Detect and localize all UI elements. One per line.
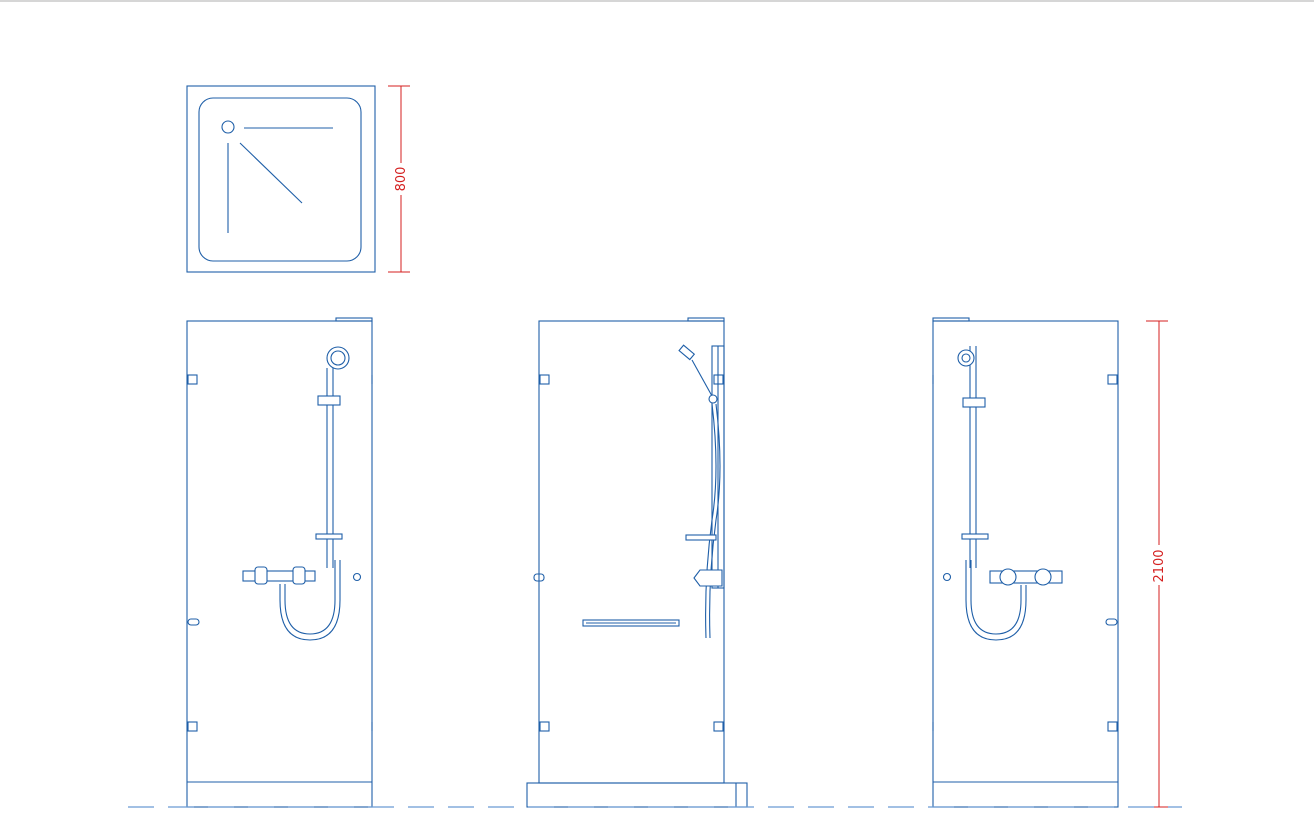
shower-head-stem [691,359,713,397]
hinge-bottom [187,721,198,732]
shower-head-inner [961,353,971,363]
rail-bracket [315,533,343,540]
plan-outer-frame [186,85,376,273]
mixer-bar [242,570,316,582]
door-handle-side [533,573,545,582]
outlet-circle [352,572,362,582]
elevation-side [526,317,748,808]
top-cap-side [687,317,725,322]
plan-view [186,85,376,273]
top-cap [335,317,373,322]
plan-dimension-label-bg [394,163,408,195]
hinge-top-right-view [1107,374,1118,385]
height-dimension-label: 2100 [1152,549,1167,582]
mixer-knob-right [1034,568,1052,586]
shower-hose-inner [284,560,336,635]
drain-circle [221,120,235,134]
plan-door-swing-line [239,142,303,204]
outlet-circle [942,572,952,582]
door-handle-right [1105,618,1118,626]
mixer-knob-left [254,566,268,585]
top-border [0,0,1314,2]
hinge-bottom-right [713,721,724,732]
mixer-side [693,569,723,587]
hinge-bottom-side [539,721,550,732]
cabin-side-outline [538,320,725,784]
shower-head-inner [330,350,346,366]
shower-hose [965,560,1027,641]
mixer-knob-right [292,566,306,585]
shower-tray-outline [198,97,362,262]
cabin-outline [186,320,373,808]
shower-tray-side [526,782,748,808]
rail-bracket [961,533,989,540]
shower-hose-inner [970,560,1022,635]
elevation-front-right [932,317,1119,808]
hinge-bottom-right-view [1107,721,1118,732]
cabin-outline-right [932,320,1119,808]
hose-side [705,403,717,639]
elevation-front-left [186,317,373,808]
rail-bracket-side [685,534,717,541]
plan-dimension: 800 [388,85,410,273]
hinge-top-side [539,374,550,385]
shower-slider-knob [708,394,718,404]
rail-slider [962,397,986,408]
door-handle [187,618,200,626]
top-cap-right [932,317,970,322]
plan-dimension-label: 800 [394,167,409,192]
hinge-top [187,374,198,385]
height-dimension-label-bg [1152,545,1166,585]
hose-side-inner [709,403,721,639]
shower-hose [279,560,341,641]
shower-head-icon [326,346,350,370]
handheld-shower-icon [678,344,696,361]
shower-head-icon [957,349,975,367]
rail-slider [317,395,341,406]
mixer-knob-left [999,568,1017,586]
height-dimension: 2100 [1146,320,1168,808]
